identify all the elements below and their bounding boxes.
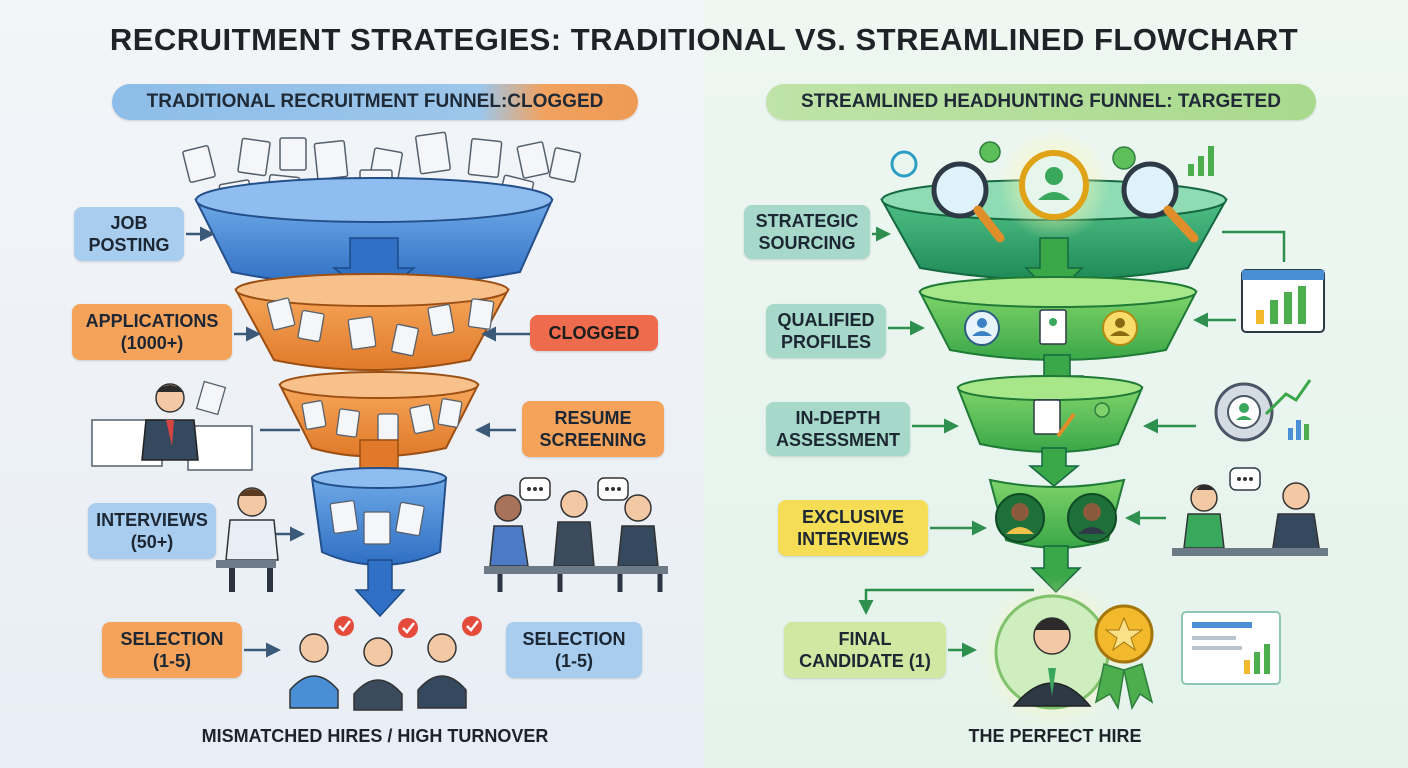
traditional-banner: TRADITIONAL RECRUITMENT FUNNEL: CLOGGED: [112, 84, 638, 120]
perfect-hire-avatar: [994, 594, 1110, 710]
funnel-stage-exclusive-interviews: [988, 478, 1126, 549]
selected-hires: [289, 616, 482, 711]
label-strategic-sourcing: STRATEGIC SOURCING: [744, 205, 870, 259]
label-qualified-profiles: QUALIFIED PROFILES: [766, 304, 886, 358]
label-resume-screening: RESUME SCREENING: [522, 401, 664, 457]
speech-bubble-icon: [519, 477, 629, 501]
funnel-stage-in-depth-assessment: [956, 375, 1144, 453]
label-in-depth-assessment: IN-DEPTH ASSESSMENT: [766, 402, 910, 456]
sync-icon: [890, 150, 918, 178]
analytics-dashboard-icon: [1241, 269, 1325, 333]
label-interviews: INTERVIEWS (50+): [88, 503, 216, 559]
funnel-stage-interviews: [310, 467, 448, 618]
traditional-caption: MISMATCHED HIRES / HIGH TURNOVER: [201, 726, 549, 746]
label-applications: APPLICATIONS (1000+): [72, 304, 232, 360]
streamlined-connector-line: [1222, 230, 1286, 262]
traditional-connectors: [186, 226, 530, 658]
stressed-interviewer: [216, 487, 279, 592]
funnel-stage-qualified-profiles: [918, 276, 1198, 361]
interview-panel: [484, 477, 668, 592]
streamlined-banner: STREAMLINED HEADHUNTING FUNNEL: TARGETED: [766, 84, 1316, 120]
label-exclusive-interviews: EXCLUSIVE INTERVIEWS: [778, 500, 928, 556]
label-selection-left: SELECTION (1-5): [102, 622, 242, 678]
streamlined-caption: THE PERFECT HIRE: [968, 726, 1142, 746]
label-final-candidate: FINAL CANDIDATE (1): [784, 622, 946, 678]
streamlined-connectors: [858, 226, 1236, 658]
flow-arrow-3: [1027, 447, 1081, 487]
traditional-banner-accent: CLOGGED: [507, 91, 604, 112]
overwhelmed-recruiter: [91, 380, 253, 471]
report-chart-icon: [1181, 611, 1281, 685]
funnel-stage-job-posting: [194, 177, 554, 301]
label-job-posting: JOB POSTING: [74, 207, 184, 261]
gear-icon: [979, 141, 1136, 170]
label-selection-right: SELECTION (1-5): [506, 622, 642, 678]
label-clogged: CLOGGED: [530, 315, 658, 351]
bar-chart-icon: [1188, 146, 1214, 176]
award-badge-icon: [1094, 604, 1154, 711]
page-title: RECRUITMENT STRATEGIES: TRADITIONAL VS. …: [109, 22, 1299, 57]
funnel-stage-applications: [234, 273, 510, 371]
traditional-banner-text: TRADITIONAL RECRUITMENT FUNNEL:: [146, 91, 508, 112]
magnifier-icon: [931, 161, 1199, 243]
exclusive-interview-scene: [1172, 467, 1328, 556]
check-badge-icon: [334, 616, 482, 638]
talent-growth-icon: [1214, 379, 1312, 442]
target-candidate-icon: [1019, 150, 1089, 220]
